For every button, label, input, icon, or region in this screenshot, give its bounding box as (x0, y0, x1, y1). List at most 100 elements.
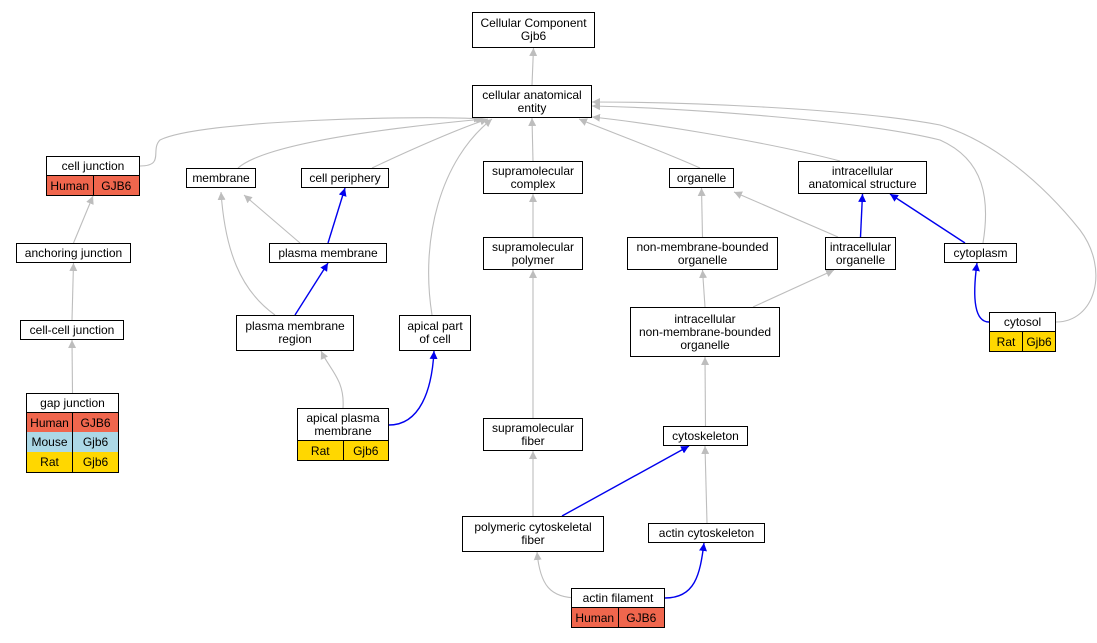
term-label: plasma membrane (269, 243, 387, 263)
term-node-cyt[interactable]: cytoplasm (944, 243, 1017, 263)
term-label-line: supramolecular (491, 239, 575, 254)
edge-pcf-to-csk (561, 445, 690, 517)
edge-apm-to-pmr (320, 350, 344, 409)
term-label-line: of cell (419, 332, 451, 346)
term-label-line: membrane (314, 423, 372, 438)
edge-aj-to-cj (72, 195, 94, 244)
edge-acsk-to-csk (701, 445, 710, 524)
term-label-line: cytoskeleton (672, 428, 739, 443)
species-name: Mouse (26, 432, 73, 453)
term-label-line: cytosol (1003, 314, 1042, 329)
edge-cj-to-cae (139, 114, 483, 167)
term-label-line: supramolecular (491, 420, 575, 435)
edge-af-to-acsk (664, 542, 707, 599)
term-label-line: actin cytoskeleton (658, 525, 755, 540)
species-name: Human (46, 175, 94, 196)
term-label: cell periphery (301, 168, 389, 188)
species-name: Human (26, 412, 73, 433)
term-label-line: intracellular (829, 239, 892, 254)
gene-symbol: GJB6 (93, 175, 140, 196)
edge-apm-to-apc (388, 350, 438, 426)
edge-cae-to-cc (529, 47, 538, 86)
term-node-acsk[interactable]: actin cytoskeleton (648, 523, 765, 543)
edge-af-to-pcf (533, 551, 579, 599)
term-node-pm[interactable]: plasma membrane (269, 243, 387, 263)
edge-cp-to-cae (371, 117, 489, 169)
edge-mem-to-cae (237, 115, 485, 169)
edge-apc-to-cae (428, 118, 493, 316)
term-label-line: fiber (521, 433, 545, 448)
edge-org-to-cae (578, 118, 701, 169)
edge-pmr-to-pm (294, 262, 329, 316)
term-label-line: cell junction (61, 158, 125, 173)
edge-csk-to-inmbo (701, 356, 710, 427)
term-node-org[interactable]: organelle (669, 168, 734, 188)
term-node-cp[interactable]: cell periphery (301, 168, 389, 188)
term-label-line: plasma membrane (245, 319, 345, 333)
edge-cyt-to-cae (591, 102, 987, 244)
term-label: cell junction (46, 156, 140, 176)
edge-ccj-to-aj (69, 262, 78, 321)
term-label-line: non-membrane-bounded (636, 239, 769, 254)
term-label: cytosol (989, 312, 1056, 332)
term-label-line: anatomical structure (808, 176, 917, 191)
term-label-line: fiber (521, 533, 545, 547)
edge-cyt-to-ias (889, 193, 966, 244)
edge-io-to-org (733, 191, 839, 238)
gene-symbol: Gjb6 (343, 440, 389, 461)
term-label: actin cytoskeleton (648, 523, 765, 543)
term-label-line: polymeric cytoskeletal (474, 520, 592, 534)
term-node-ccj[interactable]: cell-cell junction (20, 320, 124, 340)
edge-inmbo-to-io (752, 269, 835, 308)
edge-inmbo-to-nmbo (699, 269, 708, 308)
term-label-line: intracellular (674, 311, 736, 326)
species-name: Rat (297, 440, 344, 461)
term-node-aj[interactable]: anchoring junction (16, 243, 131, 263)
edge-ias-to-cae (591, 113, 841, 162)
term-label-line: cytoplasm (953, 245, 1008, 260)
term-label: cytoplasm (944, 243, 1017, 263)
term-label-line: Cellular Component (480, 16, 587, 30)
edge-nmbo-to-org (697, 187, 706, 238)
term-label: actin filament (571, 588, 665, 608)
term-node-csk[interactable]: cytoskeleton (663, 426, 748, 446)
term-node-mem[interactable]: membrane (186, 168, 256, 188)
term-label: gap junction (26, 393, 119, 413)
term-label-line: cellular anatomical (482, 87, 582, 102)
edge-pmr-to-mem (217, 191, 276, 316)
edge-cytosol-to-cae (591, 98, 1097, 323)
term-label-line: supramolecular (491, 163, 575, 178)
term-label-line: organelle (676, 170, 727, 185)
